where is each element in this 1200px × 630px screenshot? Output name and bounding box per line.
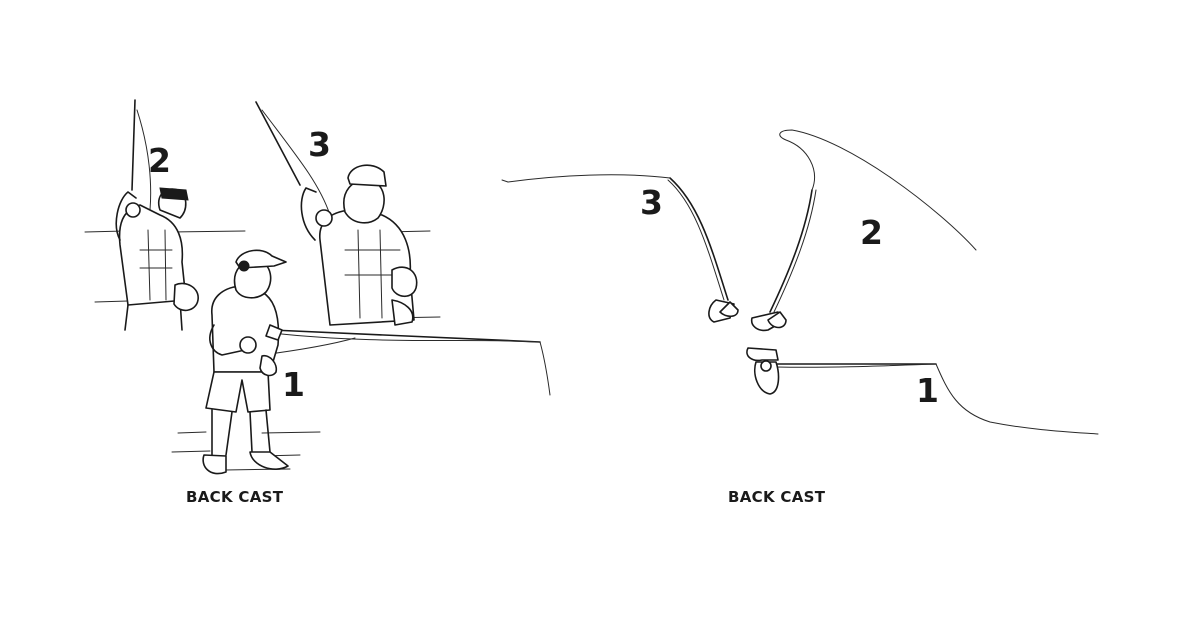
angler-position-2 bbox=[115, 99, 199, 331]
left-step-label-2: 2 bbox=[148, 141, 171, 180]
rod-1 bbox=[271, 329, 541, 343]
rod-position-3 bbox=[501, 174, 739, 323]
right-caption: BACK CAST bbox=[728, 488, 826, 506]
line-1 bbox=[935, 363, 1099, 435]
left-step-label-1: 1 bbox=[282, 365, 305, 404]
angler-position-3 bbox=[255, 101, 418, 326]
rod-3-shaft bbox=[669, 177, 729, 301]
line-3 bbox=[261, 109, 331, 216]
rod-position-2 bbox=[750, 129, 977, 332]
line-2 bbox=[136, 109, 152, 211]
left-step-label-3: 3 bbox=[308, 125, 331, 164]
angler-position-1 bbox=[202, 249, 551, 475]
right-step-label-1: 1 bbox=[916, 371, 939, 410]
right-step-label-3: 3 bbox=[640, 183, 663, 222]
rod-2-shaft bbox=[769, 189, 813, 313]
rod-2 bbox=[131, 99, 136, 191]
rod-position-1 bbox=[746, 347, 1099, 435]
left-panel: 2 3 1 BACK CAST bbox=[84, 99, 551, 506]
rod-3 bbox=[255, 101, 301, 186]
right-step-label-2: 2 bbox=[860, 213, 883, 252]
right-panel: 3 2 1 BACK CAST bbox=[501, 129, 1099, 506]
line-2 bbox=[779, 129, 977, 251]
left-caption: BACK CAST bbox=[186, 488, 284, 506]
line-3 bbox=[507, 174, 671, 183]
rod-1-guides bbox=[271, 332, 541, 343]
line-1-tip bbox=[539, 341, 551, 396]
